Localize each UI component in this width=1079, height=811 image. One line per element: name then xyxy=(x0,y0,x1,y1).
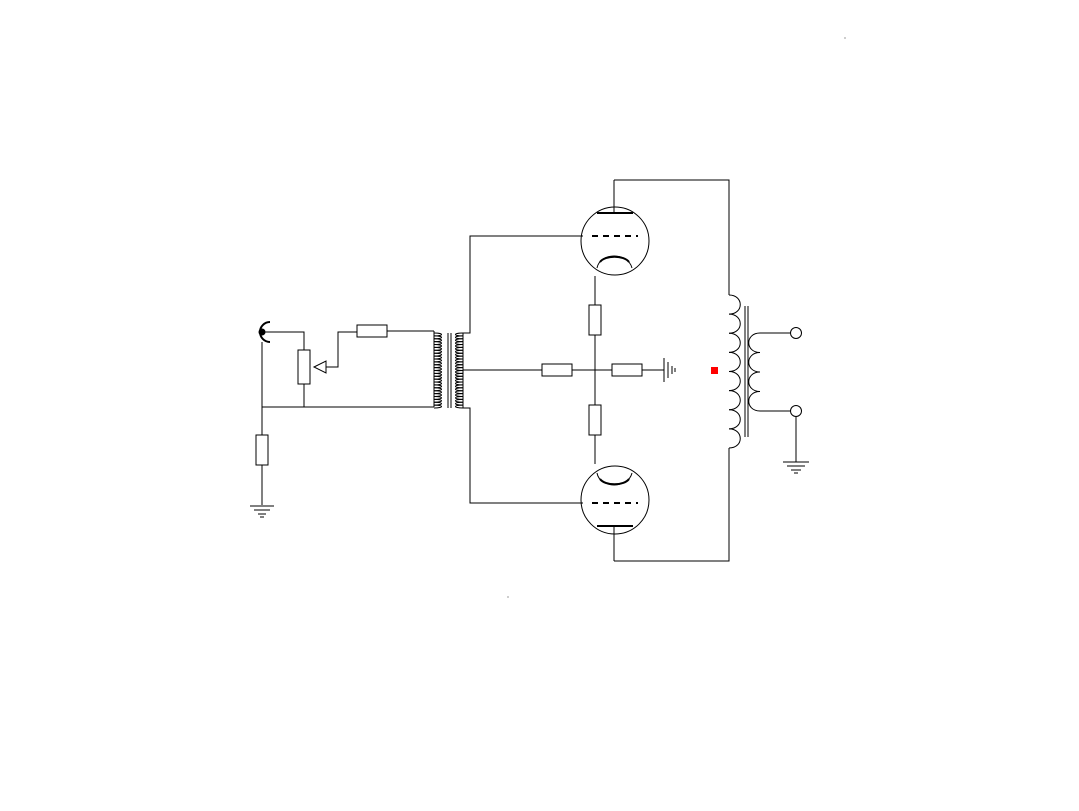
stray-dot xyxy=(507,596,509,598)
output-transformer xyxy=(711,294,761,449)
output-terminal-top[interactable] xyxy=(790,327,802,339)
ground-symbol-left xyxy=(250,505,274,518)
cathode-resistor xyxy=(255,434,269,505)
potentiometer xyxy=(297,331,357,407)
lower-triode xyxy=(580,465,650,561)
stray-dot xyxy=(844,37,846,39)
ground-symbol-bias xyxy=(663,358,676,382)
wire-jack-to-pot xyxy=(262,331,305,350)
interstage-transformer xyxy=(433,331,464,409)
wire-lower-plate xyxy=(614,448,730,562)
wire-sec-top-to-upper-grid xyxy=(463,235,583,334)
series-resistor xyxy=(356,324,434,338)
wire-sec-bottom-to-lower-grid xyxy=(463,407,583,504)
bias-resistor-right xyxy=(611,363,643,377)
ground-symbol-output xyxy=(783,461,809,474)
bias-resistor-left xyxy=(541,363,573,377)
grid-resistor-upper xyxy=(588,304,602,336)
grid-resistor-lower xyxy=(588,404,602,436)
center-tap-marker xyxy=(711,367,718,374)
output-terminal-bottom[interactable] xyxy=(790,405,802,417)
upper-triode xyxy=(580,180,650,276)
wire-upper-plate xyxy=(614,179,730,295)
